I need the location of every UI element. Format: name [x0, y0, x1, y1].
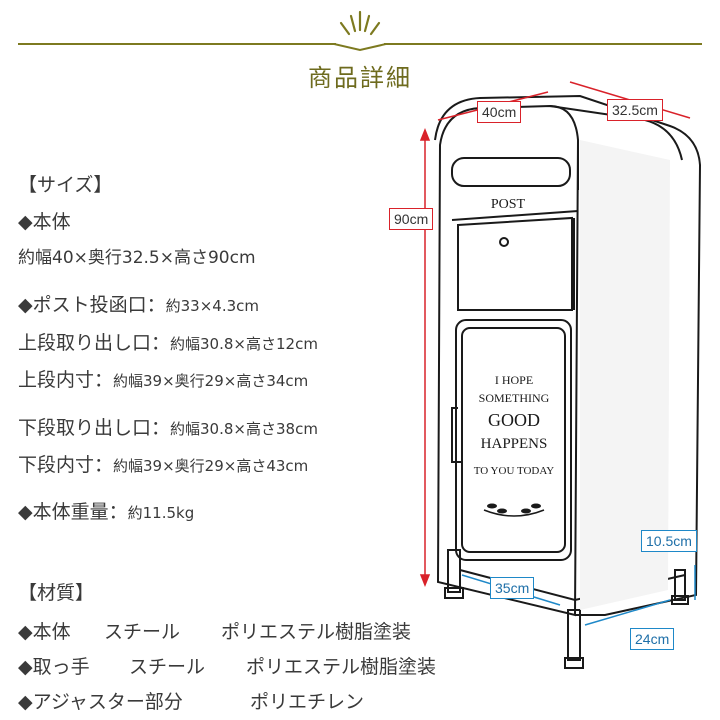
- post-label: POST: [491, 197, 526, 212]
- material-part: ◆アジャスター部分: [18, 691, 183, 713]
- material-finish: ポリエチレン: [250, 691, 365, 713]
- weight-row: ◆本体重量：約11.5kg: [18, 497, 194, 524]
- laurel-icon: [483, 503, 545, 517]
- slot-row: ◆ポスト投函口：約33×4.3cm: [18, 290, 259, 317]
- lower-opening-value: 約幅30.8×高さ38cm: [170, 420, 318, 438]
- material-row: ◆本体 スチール ポリエステル樹脂塗装: [18, 617, 411, 644]
- upper-opening-label: 上段取り出し口：: [18, 332, 171, 354]
- material-finish: ポリエステル樹脂塗装: [221, 621, 412, 643]
- width-dimension-label: 40cm: [477, 101, 522, 123]
- base-depth-dimension-label: 24cm: [630, 628, 675, 650]
- material-finish: ポリエステル樹脂塗装: [246, 656, 437, 678]
- header-line-left: [18, 43, 336, 45]
- header-line-right: [384, 43, 702, 45]
- weight-value: 約11.5kg: [127, 504, 195, 522]
- upper-inner-value: 約幅39×奥行29×高さ34cm: [113, 372, 309, 390]
- material-type: スチール: [129, 656, 206, 678]
- lower-opening-label: 下段取り出し口：: [18, 417, 171, 439]
- door-text-line: HAPPENS: [481, 436, 548, 452]
- mailbox-illustration: POST I HOPE SOMETHING GOOD HAPPENS TO YO…: [419, 81, 702, 669]
- header-line-chevron: [334, 43, 386, 52]
- depth-dimension-label: 32.5cm: [607, 99, 663, 121]
- upper-opening-value: 約幅30.8×高さ12cm: [170, 335, 318, 353]
- weight-label: ◆本体重量：: [18, 501, 128, 523]
- lower-inner-value: 約幅39×奥行29×高さ43cm: [113, 457, 309, 475]
- base-width-dimension-label: 35cm: [490, 577, 535, 599]
- door-text-line: GOOD: [488, 410, 540, 430]
- door-text-line: SOMETHING: [479, 391, 550, 405]
- lower-inner-row: 下段内寸：約幅39×奥行29×高さ43cm: [18, 450, 308, 477]
- door-text-line: I HOPE: [495, 373, 533, 387]
- lower-opening-row: 下段取り出し口：約幅30.8×高さ38cm: [18, 413, 318, 440]
- header-ornament: [339, 10, 381, 36]
- body-label: ◆本体: [18, 211, 71, 233]
- material-row: ◆取っ手 スチール ポリエステル樹脂塗装: [18, 652, 436, 679]
- material-type: スチール: [104, 621, 181, 643]
- material-heading: 【材質】: [18, 582, 95, 604]
- size-heading: 【サイズ】: [18, 174, 113, 196]
- upper-inner-label: 上段内寸：: [18, 369, 114, 391]
- lower-inner-label: 下段内寸：: [18, 454, 114, 476]
- body-dimensions: 約幅40×奥行32.5×高さ90cm: [18, 248, 256, 268]
- material-part: ◆取っ手: [18, 656, 90, 678]
- door-text-line: TO YOU TODAY: [474, 465, 555, 477]
- height-dimension-label: 90cm: [389, 208, 434, 230]
- leg-height-dimension-label: 10.5cm: [641, 530, 697, 552]
- upper-inner-row: 上段内寸：約幅39×奥行29×高さ34cm: [18, 365, 308, 392]
- material-row: ◆アジャスター部分 ポリエチレン: [18, 687, 364, 714]
- material-part: ◆本体: [18, 621, 71, 643]
- slot-label: ◆ポスト投函口：: [18, 294, 166, 316]
- page-title: 商品詳細: [308, 64, 412, 92]
- upper-opening-row: 上段取り出し口：約幅30.8×高さ12cm: [18, 328, 318, 355]
- slot-value: 約33×4.3cm: [165, 297, 259, 315]
